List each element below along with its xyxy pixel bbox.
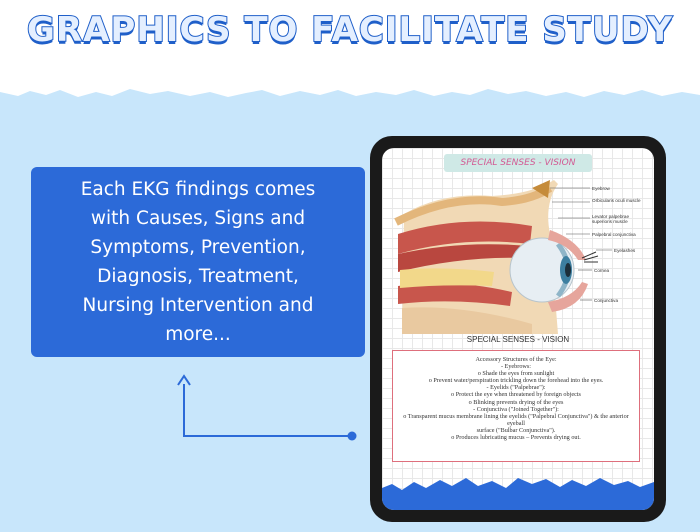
label-conjunctiva: Conjunctiva [594,298,619,303]
page-heading: GRAPHICS TO FACILITATE STUDY [26,9,673,51]
callout-line: Each EKG findings comes [80,179,316,200]
notes-line: - Eyelids ("Palpebrae"): [486,384,546,392]
notes-line: o Produces lubricating mucus – Prevents … [451,434,581,442]
label-palpebral-conjunctiva: Palpebral conjunctiva [592,232,636,237]
label-eyebrow: Eyebrow [592,186,610,191]
notes-line: surface ("Bulbar Conjunctiva"). [476,426,556,434]
label-eyelashes: Eyelashes [614,248,636,253]
callout-line: Nursing Intervention and [82,295,314,316]
callout-line: Diagnosis, Treatment, [97,266,299,287]
notes-line: o Protect the eye when threatened by for… [451,391,581,399]
eye-anatomy-illustration [394,180,612,334]
notes-line: - Eyebrows: [500,363,532,371]
notes-line: o Blinking prevents drying of the eyes [468,398,564,406]
notes-line: o Prevent water/perspiration trickling d… [428,377,604,385]
callout-line: more... [165,324,231,345]
notes-box: Accessory Structures of the Eye: - Eyebr… [392,350,640,462]
tablet-screen: SPECIAL SENSES - VISION [382,148,654,510]
label-levator: Levator palpebrae superioris muscle [592,214,630,224]
notes-line: o Shade the eyes from sunlight [477,370,555,378]
notes-line: Accessory Structures of the Eye: [475,356,557,363]
label-cornea: Cornea [594,268,610,273]
notes-line: o Transparent mucus membrane lining the … [403,412,629,427]
callout-line: Symptoms, Prevention, [90,237,306,258]
notes-line: - Conjunctiva ("Joined Together"): [473,405,559,413]
screen-bottom-wave [382,478,654,510]
figure-caption: SPECIAL SENSES - VISION [466,335,570,344]
callout-line: with Causes, Signs and [90,208,306,229]
page-banner: SPECIAL SENSES - VISION [444,154,592,172]
label-orbicularis: Orbicularis oculi muscle [592,198,641,203]
feature-callout: Each EKG findings comes with Causes, Sig… [31,167,365,357]
